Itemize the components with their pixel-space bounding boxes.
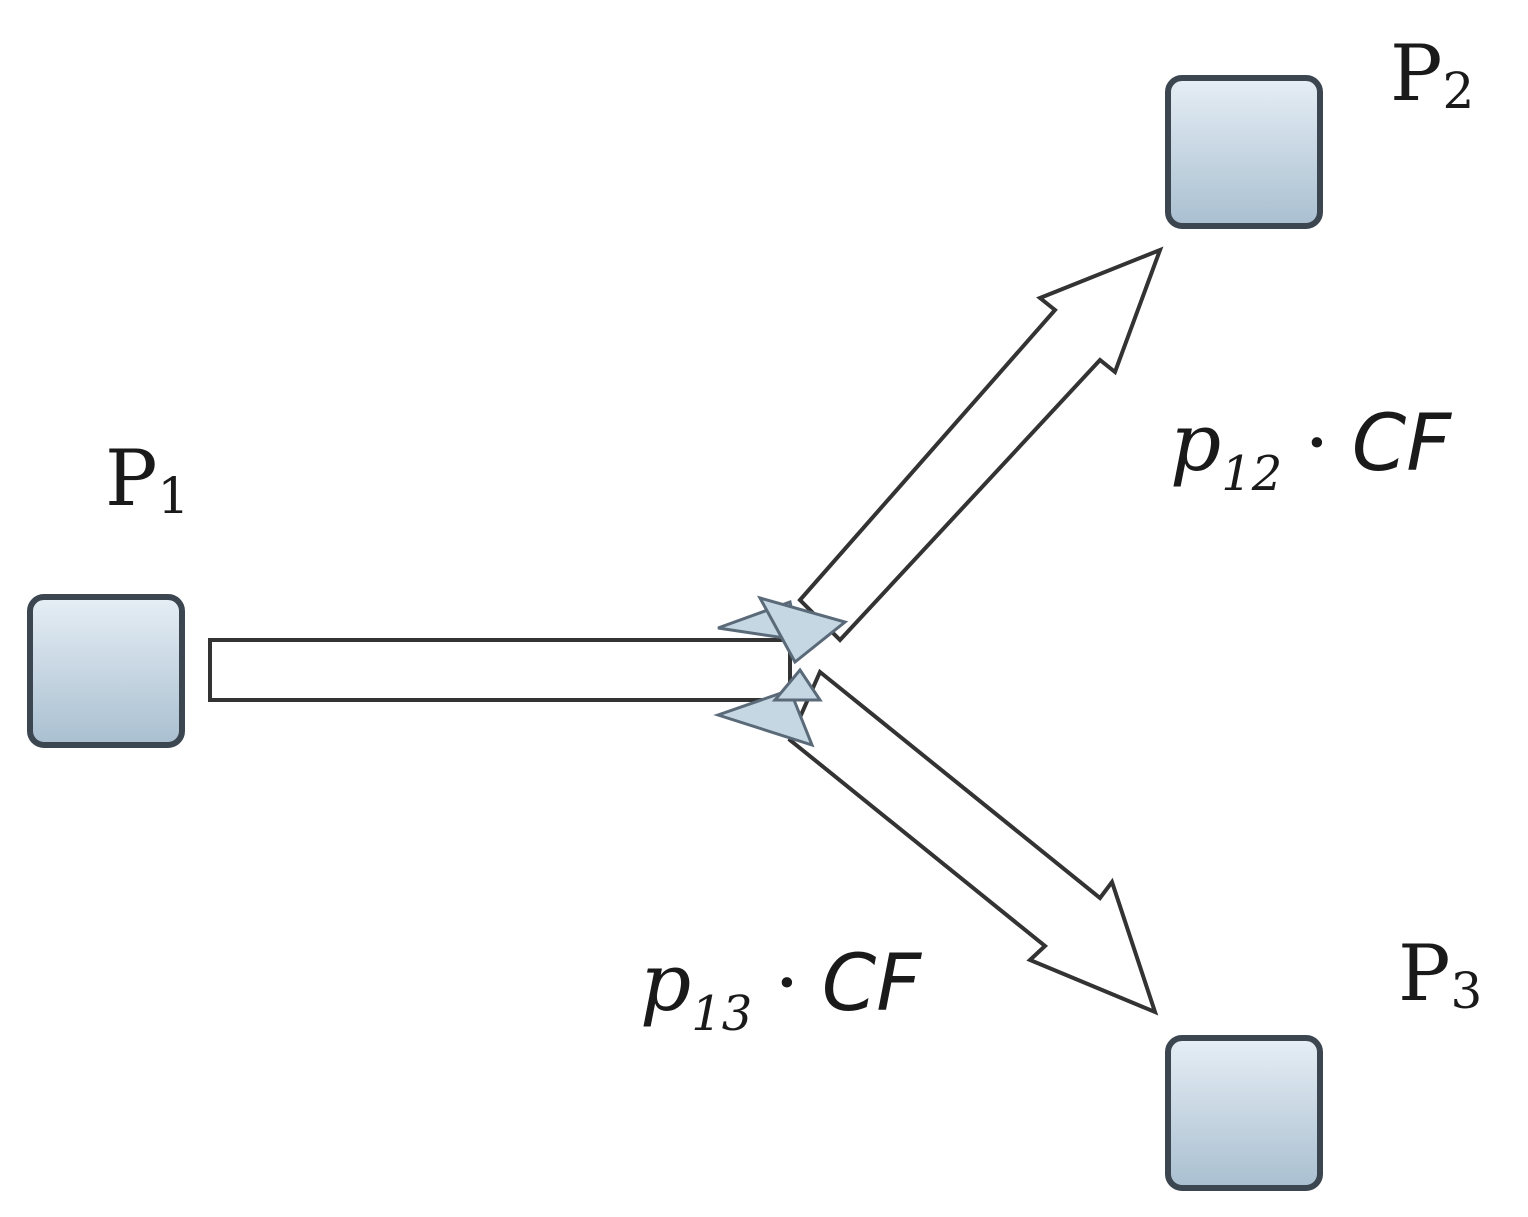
junction-hub <box>713 595 849 748</box>
flow-arrow-to-p3 <box>787 668 1159 1016</box>
node-p2-label: P2 <box>1390 29 1474 120</box>
node-p2-box <box>1165 75 1323 229</box>
flow-arrow-p1-hub <box>208 638 792 702</box>
node-p1-label: P1 <box>105 434 189 525</box>
flow-label-p12: p12·CF <box>1170 396 1452 502</box>
node-p1-box <box>27 594 185 748</box>
node-p3-label: P3 <box>1398 929 1482 1020</box>
flow-arrow-to-p2 <box>797 246 1164 643</box>
node-p3-box <box>1165 1035 1323 1191</box>
flow-label-p13: p13·CF <box>640 936 922 1042</box>
